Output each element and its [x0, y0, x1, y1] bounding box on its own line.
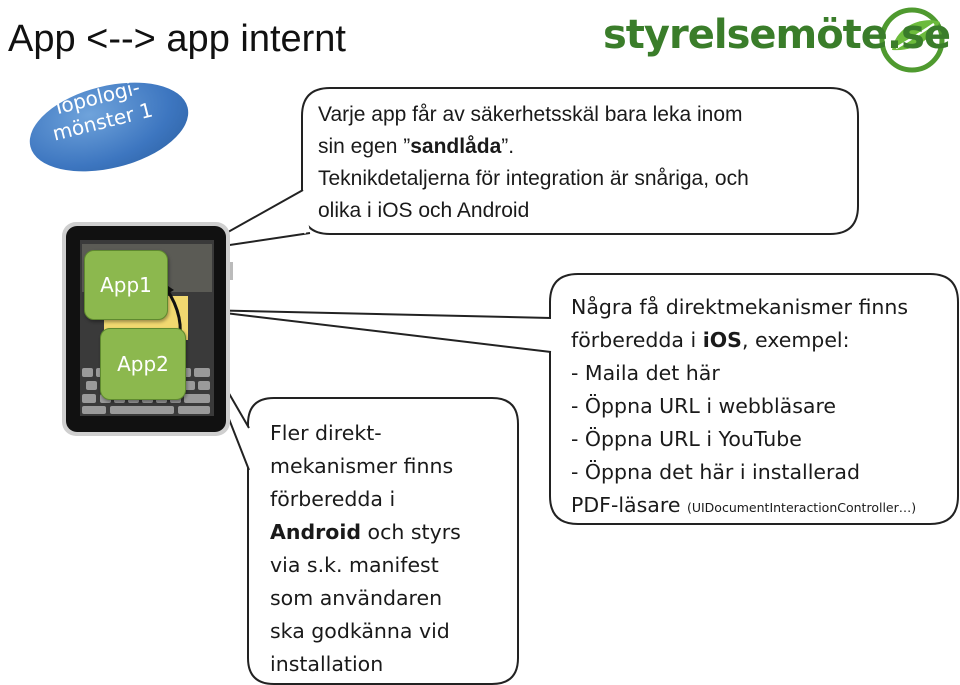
- callout-bottom-line-5: via s.k. manifest: [270, 553, 439, 577]
- callout-top-line-1: Varje app får av säkerhetsskäl bara leka…: [318, 103, 743, 126]
- callout-bottom-line-7: ska godkänna vid: [270, 619, 450, 643]
- callout-bottom-line-3: förberedda i: [270, 487, 396, 511]
- callout-right-item: - Maila det här: [571, 361, 720, 385]
- callout-top-line-2: sin egen ”sandlåda”.: [318, 135, 515, 158]
- callout-pointer-right: [199, 309, 552, 353]
- callout-bottom-line-1: Fler direkt-: [270, 421, 382, 445]
- callout-bottom-line-4: Android och styrs: [270, 520, 461, 544]
- callout-top-text: Varje app får av säkerhetsskäl bara leka…: [318, 99, 858, 227]
- callout-right-line-1: Några få direktmekanismer finns: [571, 295, 909, 319]
- callout-bubble-top: [301, 87, 859, 235]
- callout-right-item: - Öppna URL i YouTube: [571, 427, 802, 451]
- callout-bottom-line-8: installation: [270, 652, 384, 676]
- callout-bottom-text: Fler direkt- mekanismer finns förberedda…: [270, 417, 510, 681]
- logo: [879, 7, 945, 73]
- callout-bubble-right: [549, 273, 959, 525]
- callout-bubble-bottom: [247, 397, 519, 685]
- leaf-logo-icon: [879, 7, 945, 73]
- callout-bottom-line-6: som användaren: [270, 586, 443, 610]
- callout-right-item: - Öppna det här i installerad: [571, 460, 861, 484]
- app1-tile: App1: [84, 250, 168, 320]
- slide-title: App <--> app internt: [8, 18, 346, 60]
- callout-bottom-line-2: mekanismer finns: [270, 454, 454, 478]
- logo-text: styrelsemöte.se: [603, 12, 951, 58]
- callout-right-last-line: PDF-läsare (UIDocumentInteractionControl…: [571, 493, 917, 517]
- app2-tile: App2: [100, 328, 186, 400]
- callout-top-line-4: olika i iOS och Android: [318, 199, 530, 222]
- callout-top-line-3: Teknikdetaljerna för integration är snår…: [318, 167, 749, 190]
- callout-right-line-2: förberedda i iOS, exempel:: [571, 328, 850, 352]
- callout-right-item: - Öppna URL i webbläsare: [571, 394, 837, 418]
- callout-right-text: Några få direktmekanismer finns förbered…: [571, 291, 951, 524]
